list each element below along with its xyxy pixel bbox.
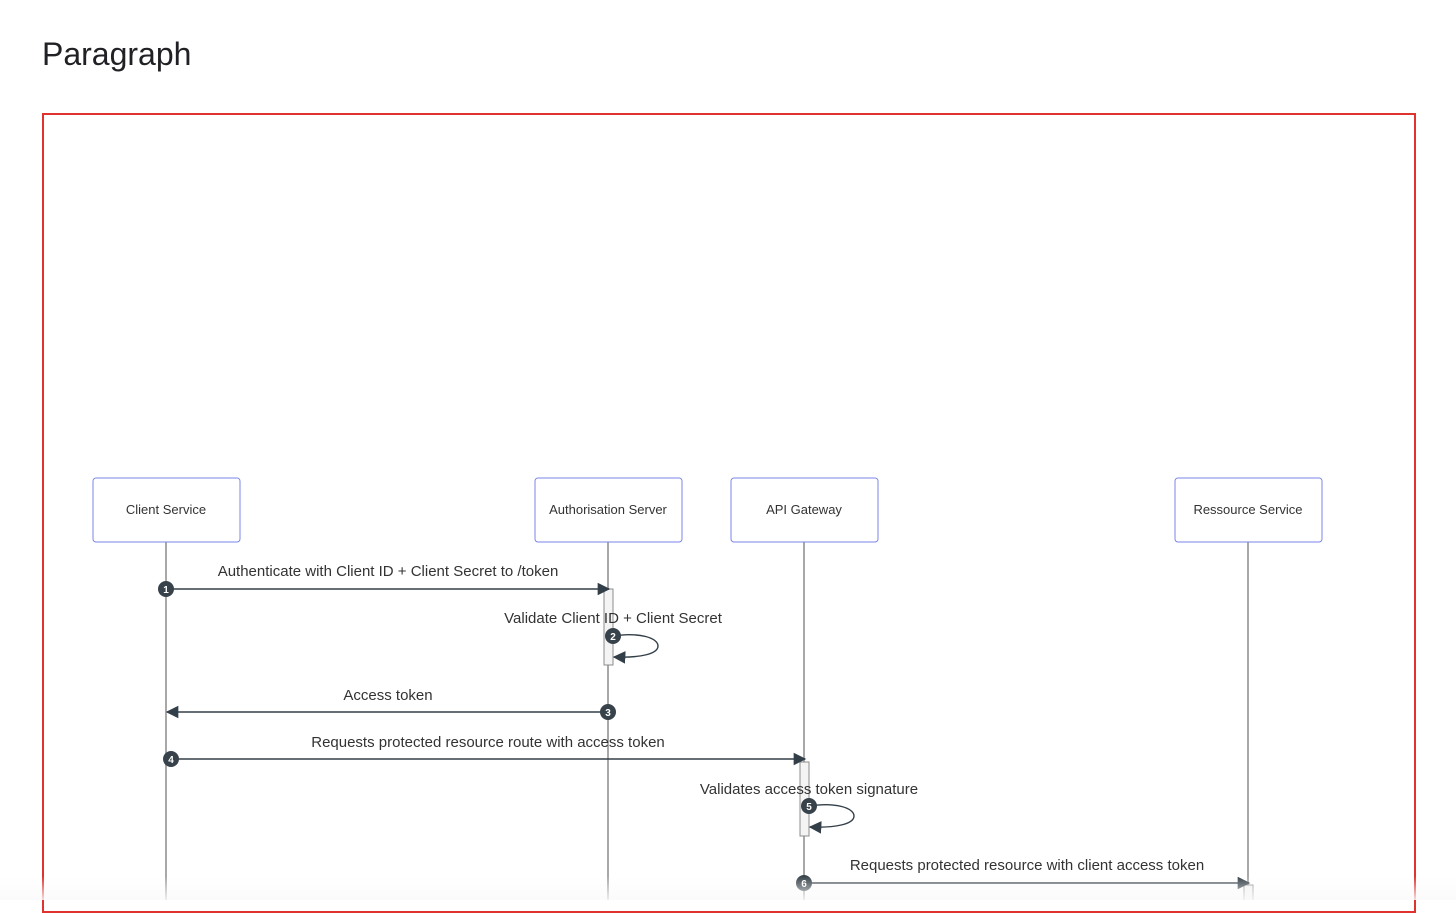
sequence-number: 3: [605, 708, 611, 719]
message-3: Access token 3: [165, 687, 616, 720]
message-6: Requests protected resource with client …: [796, 857, 1251, 891]
message-arrow: [808, 804, 855, 834]
sequence-badge: [158, 581, 174, 597]
sequence-badge: [600, 704, 616, 720]
message-label: Requests protected resource route with a…: [311, 734, 665, 751]
message-label: Authenticate with Client ID + Client Sec…: [218, 563, 559, 580]
participant-label: Authorisation Server: [549, 502, 667, 517]
activation-ressource-service: [1243, 884, 1254, 900]
message-4: Requests protected resource route with a…: [163, 734, 807, 767]
sequence-badge: [163, 751, 179, 767]
sequence-number: 5: [806, 802, 812, 813]
sequence-badge: [801, 798, 817, 814]
participant-label: API Gateway: [766, 502, 842, 517]
sequence-badge: [605, 628, 621, 644]
participant-api-gateway[interactable]: API Gateway: [730, 477, 879, 543]
sequence-number: 1: [163, 585, 169, 596]
message-label: Validate Client ID + Client Secret: [504, 610, 723, 627]
message-label: Requests protected resource with client …: [850, 857, 1204, 874]
participant-label: Ressource Service: [1193, 502, 1302, 517]
participant-authorisation-server[interactable]: Authorisation Server: [534, 477, 683, 543]
participant-label: Client Service: [126, 502, 206, 517]
sequence-number: 2: [610, 632, 616, 643]
message-label: Validates access token signature: [700, 781, 918, 798]
participant-ressource-service[interactable]: Ressource Service: [1174, 477, 1323, 543]
message-1: Authenticate with Client ID + Client Sec…: [158, 563, 611, 597]
sequence-number: 6: [801, 879, 807, 890]
message-5: Validates access token signature 5: [700, 781, 918, 834]
message-label: Access token: [343, 687, 432, 704]
page-title: Paragraph: [42, 36, 192, 72]
message-2: Validate Client ID + Client Secret 2: [504, 610, 723, 664]
activation-authorisation-server: [603, 588, 614, 666]
sequence-number: 4: [168, 755, 174, 766]
participant-client-service[interactable]: Client Service: [92, 477, 241, 543]
message-arrow: [612, 634, 659, 664]
